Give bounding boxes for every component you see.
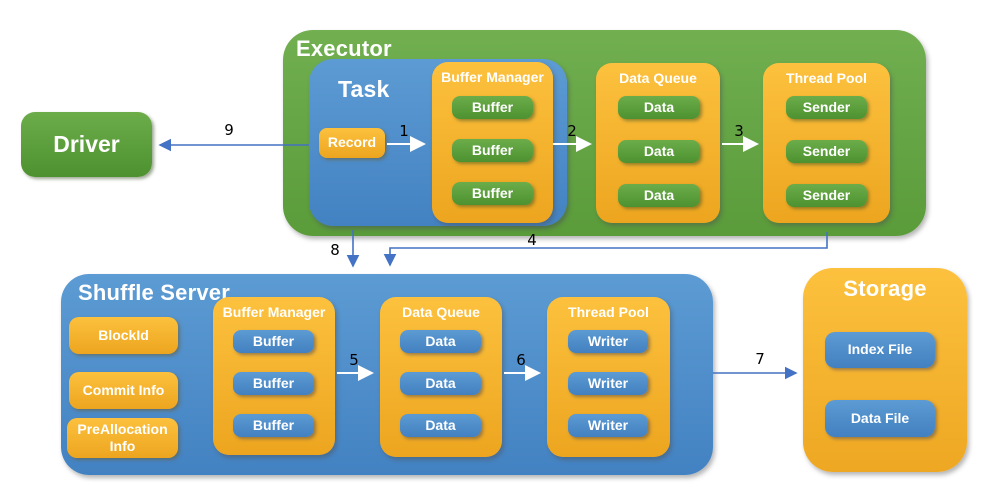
shuffle-thread-pool-title: Thread Pool [568, 304, 649, 320]
executor-buffer-manager-title: Buffer Manager [441, 69, 544, 85]
task-title: Task [338, 76, 390, 102]
arrow-label-1: 1 [399, 122, 409, 140]
shuffle-buffer-manager: Buffer Manager Buffer Buffer Buffer [213, 297, 335, 455]
writer-item: Writer [568, 372, 648, 395]
arrow-label-6: 6 [516, 351, 526, 369]
blockid-box: BlockId [69, 317, 178, 354]
driver-box: Driver [21, 112, 152, 177]
executor-container: Executor Task Record Buffer Manager Buff… [283, 30, 926, 236]
buffer-item: Buffer [452, 182, 533, 205]
data-file-box: Data File [825, 400, 935, 437]
arrow-label-9: 9 [224, 121, 234, 139]
data-item: Data [618, 96, 700, 119]
buffer-item: Buffer [233, 414, 314, 437]
arrow-label-7: 7 [755, 350, 765, 368]
executor-data-queue-title: Data Queue [619, 70, 697, 86]
driver-title: Driver [53, 131, 120, 158]
executor-buffer-manager: Buffer Manager Buffer Buffer Buffer [432, 62, 553, 223]
record-box: Record [319, 128, 385, 158]
buffer-item: Buffer [233, 372, 314, 395]
data-item: Data [400, 372, 481, 395]
executor-data-queue: Data Queue Data Data Data [596, 63, 720, 223]
executor-title: Executor [296, 36, 392, 61]
data-item: Data [618, 184, 700, 207]
arrow-label-8: 8 [330, 241, 340, 259]
arrow-label-2: 2 [567, 122, 577, 140]
arrow-label-4: 4 [527, 231, 537, 249]
data-item: Data [400, 330, 481, 353]
buffer-item: Buffer [452, 96, 533, 119]
data-item: Data [400, 414, 481, 437]
shuffle-thread-pool: Thread Pool Writer Writer Writer [547, 297, 670, 457]
shuffle-server-title: Shuffle Server [78, 280, 230, 305]
arrow-label-3: 3 [734, 122, 744, 140]
shuffle-data-queue: Data Queue Data Data Data [380, 297, 502, 457]
arrow-label-5: 5 [349, 351, 359, 369]
executor-thread-pool: Thread Pool Sender Sender Sender [763, 63, 890, 223]
writer-item: Writer [568, 414, 648, 437]
record-label: Record [327, 134, 377, 151]
executor-thread-pool-title: Thread Pool [786, 70, 867, 86]
commit-info-box: Commit Info [69, 372, 178, 409]
buffer-item: Buffer [233, 330, 314, 353]
storage-container: Storage Index File Data File [803, 268, 967, 472]
storage-title: Storage [843, 276, 927, 301]
shuffle-buffer-manager-title: Buffer Manager [222, 304, 326, 320]
buffer-item: Buffer [452, 139, 533, 162]
sender-item: Sender [786, 96, 867, 119]
index-file-box: Index File [825, 332, 935, 368]
shuffle-data-queue-title: Data Queue [402, 304, 480, 320]
sender-item: Sender [786, 140, 867, 163]
sender-item: Sender [786, 184, 867, 207]
data-item: Data [618, 140, 700, 163]
writer-item: Writer [568, 330, 648, 353]
shuffle-server-container: Shuffle Server BlockId Commit Info PreAl… [61, 274, 713, 475]
preallocation-info-box: PreAllocation Info [67, 418, 178, 458]
arrow-4 [383, 232, 828, 267]
